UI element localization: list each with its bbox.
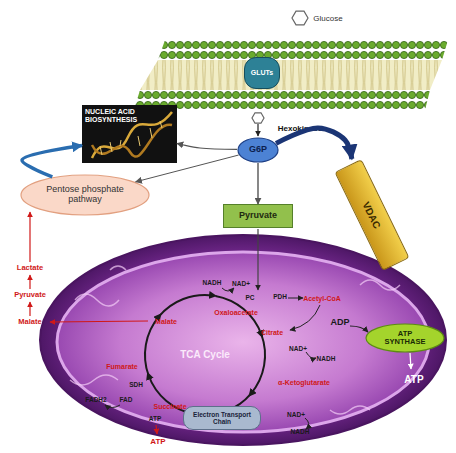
transporter-protein: GLUTs xyxy=(244,57,280,89)
cofactor-label: NAD+ xyxy=(232,281,250,288)
cofactor-arrow xyxy=(306,352,316,358)
metabolite-label: Malate xyxy=(18,318,41,326)
metabolite-label: Lactate xyxy=(17,264,43,272)
tca-cycle-ring xyxy=(145,295,265,415)
flow-arrow xyxy=(350,326,368,332)
node-text: Electron Transport Chain xyxy=(187,411,257,425)
chain-band: Electron Transport Chain xyxy=(183,406,261,430)
cofactor-label: NADH xyxy=(291,429,310,436)
metabolite-label: Malate xyxy=(155,318,177,325)
node-shape xyxy=(21,175,149,215)
metabolite-label: Oxaloacetate xyxy=(214,309,258,316)
cofactor-label: NAD+ xyxy=(289,346,307,353)
metabolite-label: Succinate xyxy=(153,403,186,410)
flow-arrow xyxy=(257,124,258,136)
node-text: Pyruvate xyxy=(239,211,277,221)
cycle-title: TCA Cycle xyxy=(180,350,230,360)
metabolite-label: Acetyl-CoA xyxy=(303,295,341,302)
energy-label: ATP xyxy=(149,416,162,423)
flow-arrow xyxy=(410,353,411,369)
cofactor-arrow xyxy=(222,288,234,291)
dna-strand xyxy=(92,125,172,157)
flow-arrow xyxy=(29,275,30,289)
picture-frame xyxy=(82,105,177,163)
flow-connector xyxy=(177,143,237,149)
enzyme-label: PC xyxy=(245,295,254,302)
dna-picture xyxy=(82,105,177,163)
enzyme-label: SDH xyxy=(129,382,143,389)
metabolite-box: Pyruvate xyxy=(223,204,293,228)
node-shape xyxy=(366,324,444,352)
lipid-heads xyxy=(134,90,430,110)
cofactor-label: NADH xyxy=(203,280,222,287)
flow-arrow xyxy=(29,302,30,316)
cofactor-label: NADH xyxy=(317,356,336,363)
energy-label: ADP xyxy=(330,318,349,327)
node-shape xyxy=(238,138,278,162)
cristae xyxy=(70,266,400,414)
glucose-symbol xyxy=(292,11,308,25)
flow-connector xyxy=(136,155,239,182)
flow-arrow xyxy=(50,321,148,322)
node-text: GLUTs xyxy=(251,69,273,77)
enzyme-ellipse: ATP SYNTHASE xyxy=(365,323,445,353)
lipid-tails xyxy=(140,60,442,90)
node-text: NUCLEIC ACID BIOSYNTHESIS xyxy=(85,108,143,123)
flow-arrow xyxy=(257,229,258,290)
node-text: Pentose phosphate pathway xyxy=(35,185,135,205)
flow-arrow xyxy=(290,305,320,330)
metabolite-label: Pyruvate xyxy=(14,291,46,299)
flow-connector xyxy=(257,163,258,204)
metabolite-label: Citrate xyxy=(261,329,283,336)
cofactor-arrow xyxy=(105,405,120,408)
cofactor-label: NAD+ xyxy=(287,412,305,419)
node-text: G6P xyxy=(249,145,267,155)
picture-box: NUCLEIC ACID BIOSYNTHESIS xyxy=(82,105,177,163)
flow-arrow xyxy=(29,212,30,262)
molecule-label: Glucose xyxy=(313,15,342,23)
node-text: VDAC xyxy=(361,200,383,230)
cofactor-arrow xyxy=(305,418,309,429)
energy-label: ATP xyxy=(404,375,423,385)
metabolite-label: α-Ketoglutarate xyxy=(278,379,330,386)
lipid-heads xyxy=(158,40,448,60)
cofactor-label: FAD xyxy=(120,397,133,404)
cofactor-label: FADH2 xyxy=(85,397,106,404)
pathway-ellipse: Pentose phosphate pathway xyxy=(20,174,150,216)
flow-arrow xyxy=(288,298,303,299)
metabolite-label: Fumarate xyxy=(106,363,138,370)
node-text: ATP SYNTHASE xyxy=(377,330,433,347)
enzyme-label: Hexokinase xyxy=(278,125,322,133)
enzyme-label: PDH xyxy=(273,294,287,301)
metabolite-ellipse: G6P xyxy=(237,137,279,163)
glucose-symbol xyxy=(252,113,264,123)
energy-label: ATP xyxy=(150,438,165,446)
dna-rungs xyxy=(100,121,162,155)
cell-membrane xyxy=(134,40,448,110)
flow-connector xyxy=(22,145,82,176)
flow-arrow xyxy=(156,425,157,434)
